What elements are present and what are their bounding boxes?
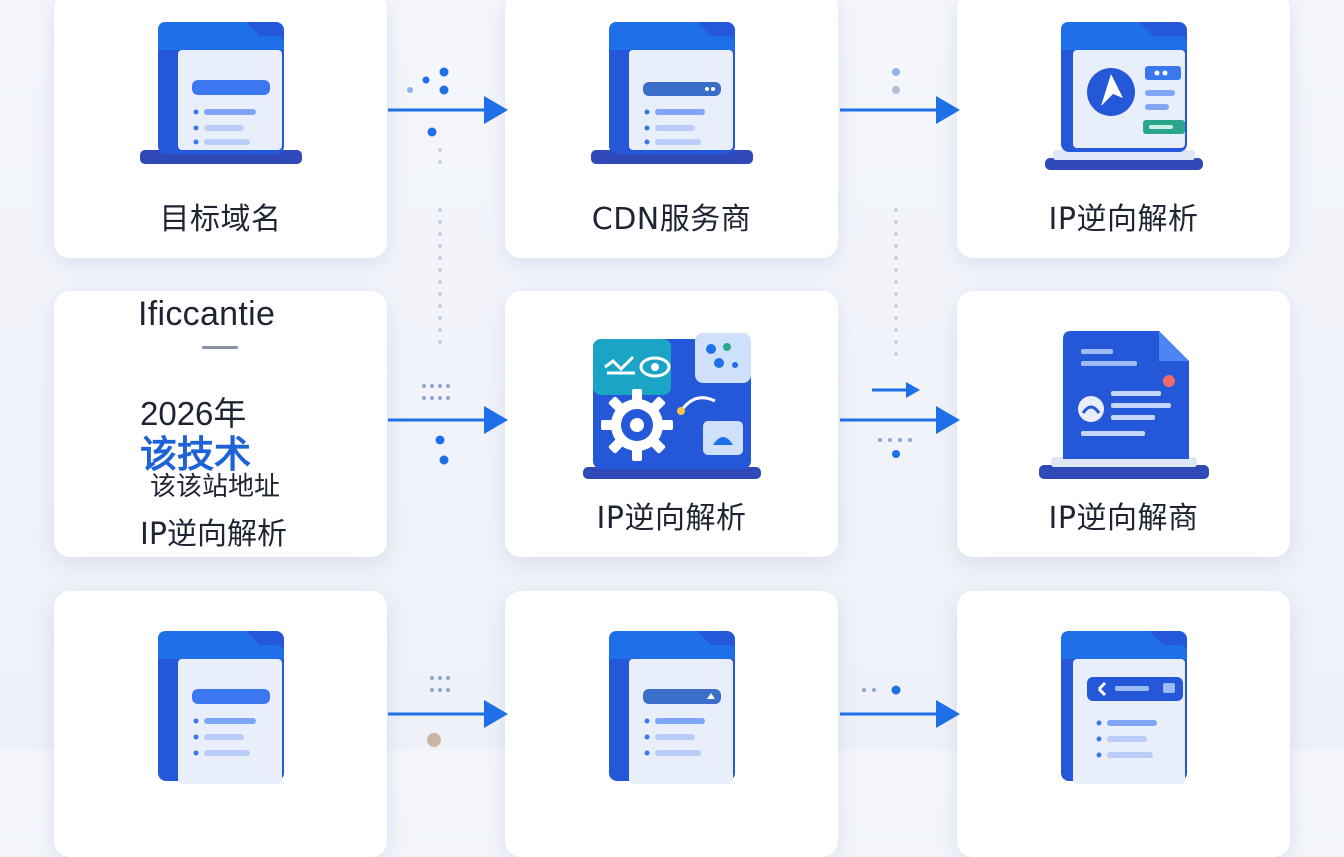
arrow-r1-2 (840, 96, 960, 124)
highlight-text: 该技术 (140, 433, 251, 476)
node-target-domain: 目标域名 (54, 0, 387, 258)
node-cdn-provider: CDN服务商 (505, 0, 838, 258)
report-laptop-icon (1038, 331, 1209, 479)
node-label: IP逆向解析 (140, 517, 287, 552)
divider (202, 346, 238, 349)
arrow-r3-2 (840, 700, 960, 728)
node-label: IP逆向解析 (596, 501, 747, 536)
arrow-r2-2 (840, 406, 960, 434)
card-heading: Ificcantie (138, 295, 276, 333)
year-text: 2026年 (140, 395, 247, 432)
document-laptop-icon (139, 22, 302, 164)
document-laptop-icon (590, 22, 753, 164)
node-ip-reverse-2: IP逆向解析 (505, 291, 838, 557)
node-label: 目标域名 (159, 202, 282, 237)
arrow-r2-small (872, 382, 920, 398)
node-label: CDN服务商 (591, 202, 752, 237)
horizontal-dotted-connectors (422, 384, 912, 692)
connector-layer (388, 67, 960, 747)
sub-text: 该该站地址 (150, 472, 281, 502)
document-laptop-icon (157, 631, 284, 784)
node-ip-reverse-text: Ificcantie 2026年 该技术 该该站地址 IP逆向解析 (54, 291, 387, 557)
arrow-r2-1 (388, 406, 508, 434)
dots-decoration (407, 67, 901, 747)
vertical-dotted-connectors (438, 148, 898, 356)
node-ip-reverse-1: IP逆向解析 (957, 0, 1290, 258)
node-ip-reverse-provider: IP逆向解商 (957, 291, 1290, 557)
share-laptop-icon (1044, 22, 1203, 170)
arrow-r3-1 (388, 700, 508, 728)
node-label: IP逆向解商 (1048, 501, 1199, 536)
arrow-r1-1 (388, 96, 508, 124)
node-label: IP逆向解析 (1048, 202, 1199, 237)
gear-eye-laptop-icon (582, 333, 761, 479)
